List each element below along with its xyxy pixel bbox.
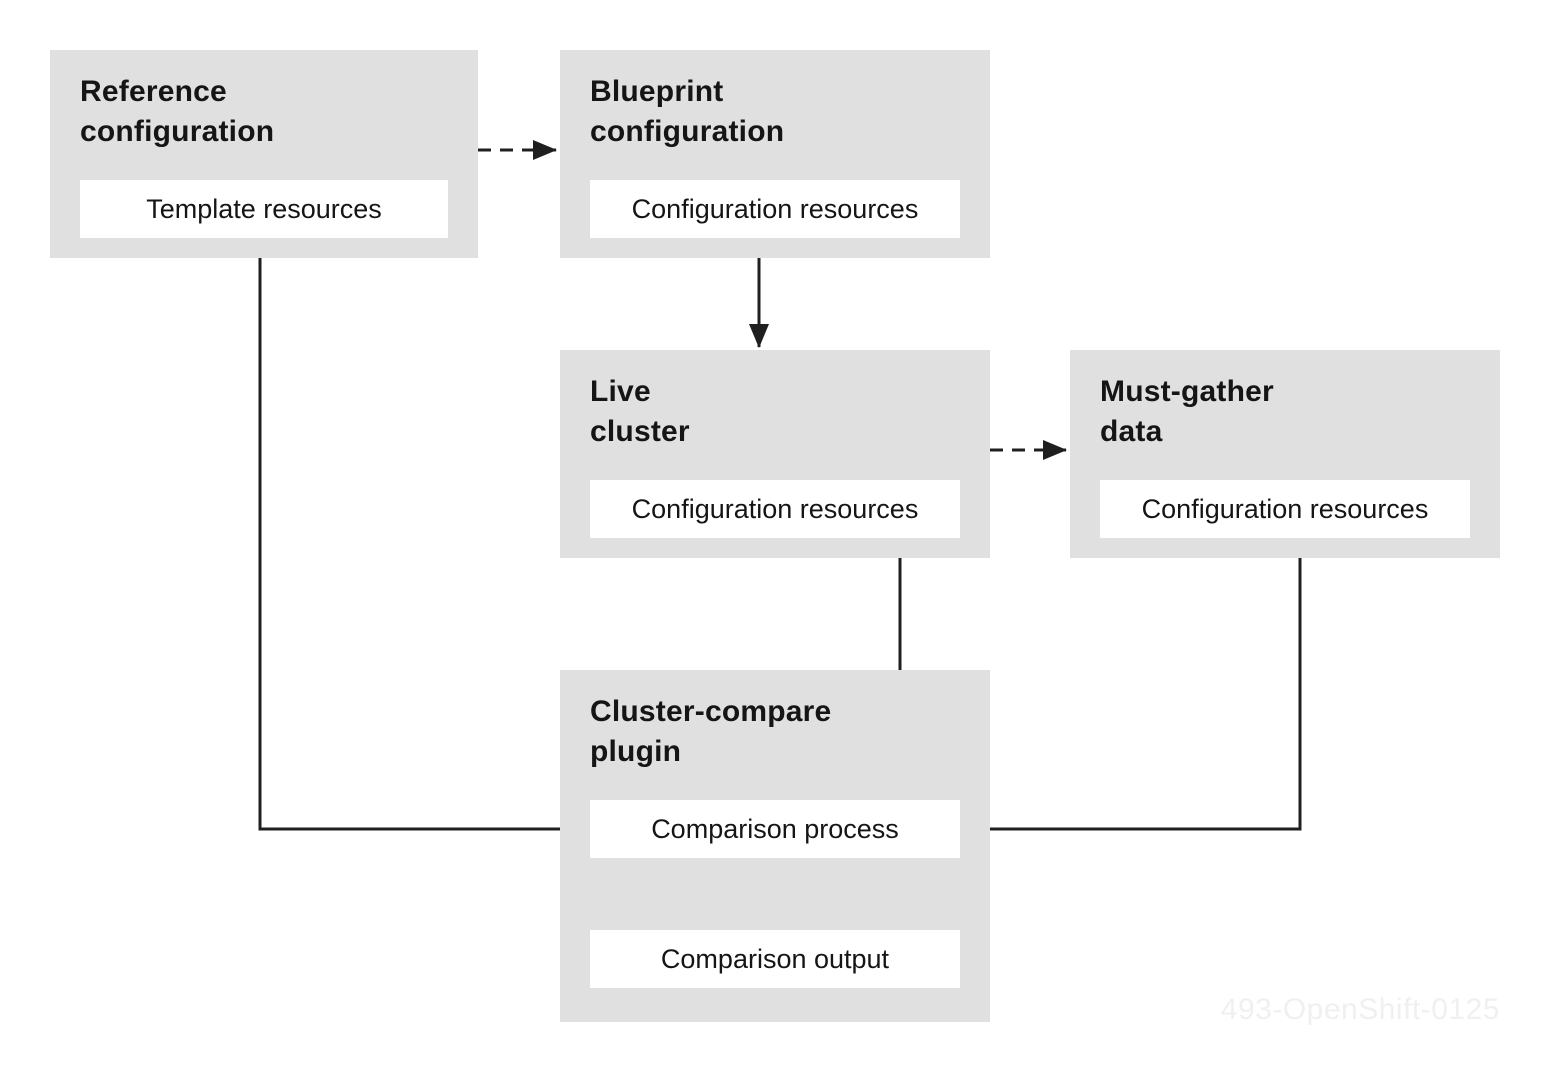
node-title: Blueprint configuration [590, 75, 785, 148]
arrow-template-resources-to-process [258, 238, 588, 839]
node-title: Cluster-compare plugin [590, 695, 832, 768]
node-blueprint-configuration: Blueprint configuration Configuration re… [560, 50, 990, 258]
configuration-resources-box: Configuration resources [590, 180, 960, 238]
watermark-text: 493-OpenShift-0125 [1220, 993, 1500, 1026]
configuration-resources-box: Configuration resources [590, 480, 960, 538]
node-must-gather-data: Must-gather data Configuration resources [1070, 350, 1500, 558]
node-live-cluster: Live cluster Configuration resources [560, 350, 990, 558]
node-title: Must-gather data [1100, 375, 1274, 448]
node-cluster-compare-plugin: Cluster-compare plugin Comparison proces… [560, 670, 990, 1022]
comparison-output-box: Comparison output [590, 930, 960, 988]
comparison-process-box: Comparison process [590, 800, 960, 858]
node-reference-configuration: Reference configuration Template resourc… [50, 50, 478, 258]
node-title: Reference configuration [80, 75, 275, 148]
node-title: Live cluster [590, 375, 690, 448]
configuration-resources-box: Configuration resources [1100, 480, 1470, 538]
template-resources-box: Template resources [80, 180, 448, 238]
arrow-mustgather-resources-to-process [960, 538, 1302, 839]
